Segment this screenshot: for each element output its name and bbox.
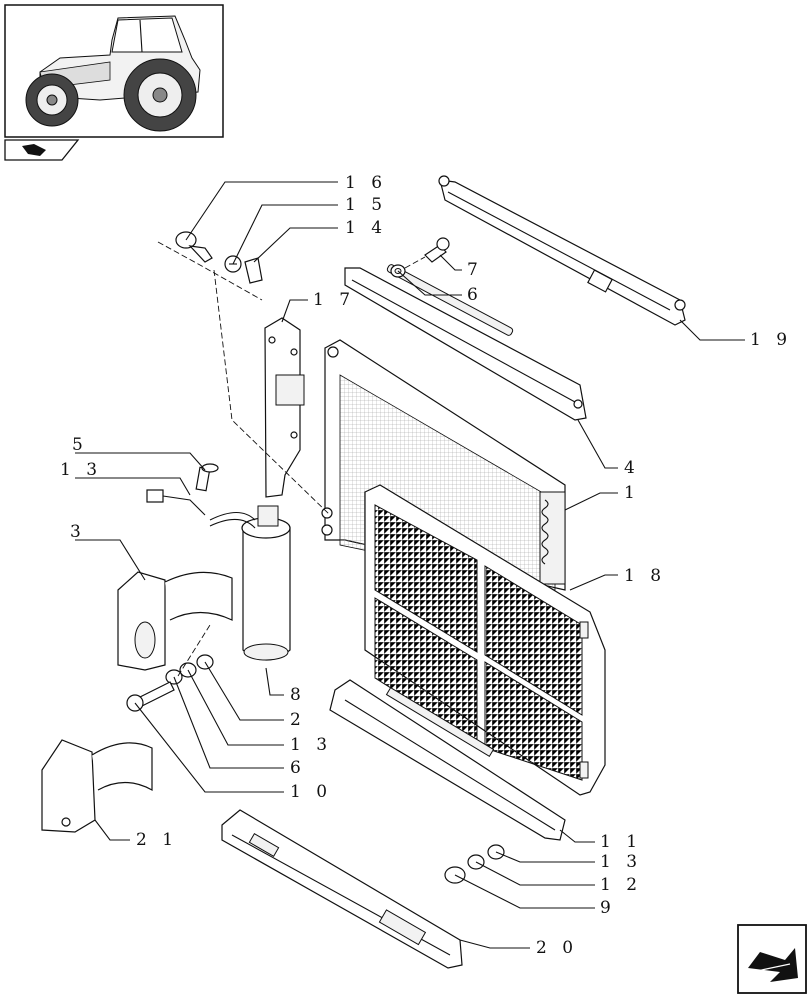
callout-8: 8 bbox=[290, 685, 306, 705]
part-10-bolt[interactable] bbox=[126, 681, 175, 712]
callout-13-upper: 1 3 bbox=[60, 460, 102, 480]
tractor-thumbnail[interactable] bbox=[4, 4, 224, 138]
part-17-mounting-strip[interactable] bbox=[264, 317, 305, 498]
callout-6-lower: 6 bbox=[290, 758, 306, 778]
part-5-sensor[interactable] bbox=[195, 463, 219, 492]
callout-10: 1 0 bbox=[290, 782, 332, 802]
part-16-connector[interactable] bbox=[175, 231, 213, 263]
part-14-clip[interactable] bbox=[244, 257, 263, 284]
book-arrow-icon[interactable] bbox=[4, 139, 80, 161]
part-18-filter-panel[interactable] bbox=[364, 484, 606, 796]
part-3-clamp-bracket[interactable] bbox=[117, 571, 233, 671]
callout-15: 1 5 bbox=[345, 195, 387, 215]
callout-11: 1 1 bbox=[600, 832, 642, 852]
callout-16: 1 6 bbox=[345, 173, 387, 193]
part-7-bolt[interactable] bbox=[424, 237, 450, 263]
callout-1: 1 bbox=[624, 483, 640, 503]
part-11-lower-bracket[interactable] bbox=[329, 679, 566, 841]
callout-12: 1 2 bbox=[600, 875, 642, 895]
part-19-upper-bracket[interactable] bbox=[438, 175, 686, 326]
callout-19: 1 9 bbox=[750, 330, 792, 350]
callout-17: 1 7 bbox=[313, 290, 355, 310]
callout-labels: 1 6 1 5 1 4 1 7 7 6 1 9 4 1 1 8 5 1 3 3 … bbox=[60, 173, 792, 958]
part-21-clamp-bracket[interactable] bbox=[41, 739, 153, 833]
callout-13-lower: 1 3 bbox=[600, 852, 642, 872]
callout-2: 2 bbox=[290, 710, 306, 730]
callout-3: 3 bbox=[70, 522, 86, 542]
part-8-receiver-drier[interactable] bbox=[209, 505, 291, 661]
part-13-connector-plug[interactable] bbox=[146, 489, 206, 516]
callout-20: 2 0 bbox=[536, 938, 578, 958]
part-20-bottom-bracket[interactable] bbox=[221, 809, 463, 969]
callout-7: 7 bbox=[467, 260, 483, 280]
callout-21: 2 1 bbox=[136, 830, 178, 850]
tractor-icon bbox=[25, 15, 201, 132]
next-page-arrow-icon[interactable] bbox=[737, 924, 807, 994]
callout-leaders bbox=[75, 181, 745, 949]
callout-14: 1 4 bbox=[345, 218, 387, 238]
callout-13-mid: 1 3 bbox=[290, 735, 332, 755]
callout-6-upper: 6 bbox=[467, 285, 483, 305]
callout-9: 9 bbox=[600, 898, 616, 918]
callout-18: 1 8 bbox=[624, 566, 666, 586]
callout-5: 5 bbox=[72, 435, 88, 455]
callout-4: 4 bbox=[624, 458, 640, 478]
part-4-bracket[interactable] bbox=[344, 264, 587, 421]
